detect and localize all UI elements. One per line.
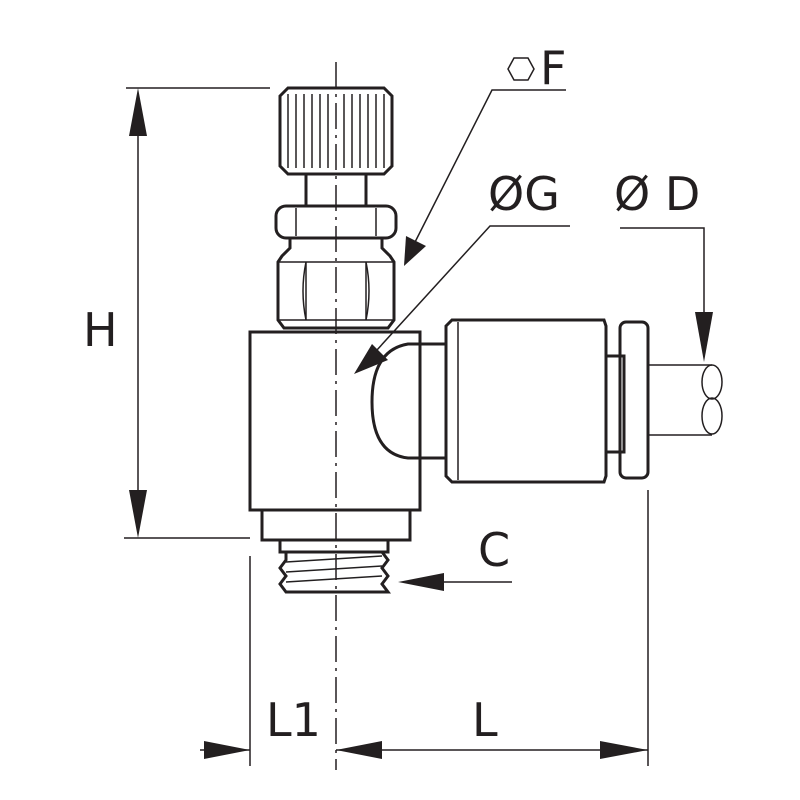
- hex-body: [276, 236, 396, 330]
- leader-f: [404, 57, 566, 266]
- leader-g: [354, 225, 570, 374]
- label-g: ØG: [488, 167, 560, 221]
- hexagon-icon: [507, 57, 535, 81]
- adjustment-stem: [304, 174, 368, 206]
- label-l1: L1: [266, 693, 321, 747]
- knurled-knob: [278, 86, 394, 176]
- label-l: L: [472, 693, 498, 747]
- label-d: Ø D: [614, 167, 700, 221]
- leader-d: [620, 227, 713, 362]
- swivel-elbow: [370, 342, 446, 460]
- threaded-connection: [278, 538, 391, 594]
- push-in-fitting: [444, 318, 608, 484]
- label-h: H: [83, 303, 118, 357]
- tube: [648, 364, 723, 436]
- valve-body: [248, 330, 422, 512]
- release-collet: [604, 320, 650, 480]
- dimension-l1: [200, 556, 251, 766]
- label-c: C: [478, 523, 510, 577]
- label-f: F: [540, 41, 566, 95]
- dimension-l: [336, 490, 649, 766]
- leader-c: [398, 573, 512, 591]
- dimension-h: [124, 87, 270, 539]
